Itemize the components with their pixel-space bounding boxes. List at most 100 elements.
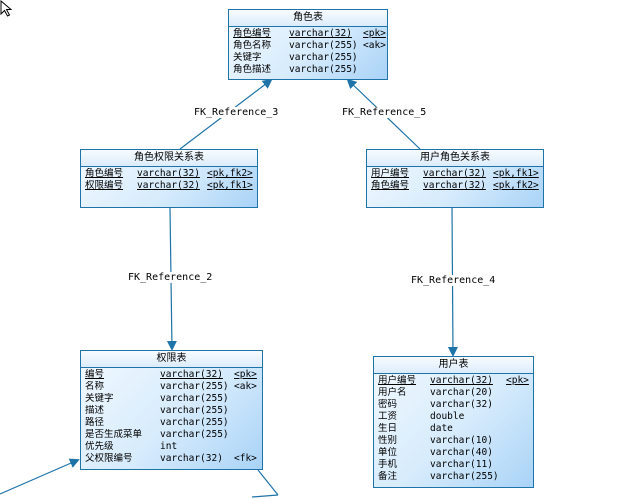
column-type: varchar(255) xyxy=(160,393,229,404)
permission-table-title: 权限表 xyxy=(81,351,262,368)
user-role-table-title: 用户角色关系表 xyxy=(367,150,543,167)
table-row: 用户编号 varchar(32) <pk> xyxy=(378,375,533,387)
column-type: int xyxy=(160,441,178,452)
column-type: varchar(32) xyxy=(137,168,200,179)
column-tag: <pk,fk1> xyxy=(207,180,253,191)
column-type: varchar(255) xyxy=(289,52,358,63)
role-table-title: 角色表 xyxy=(229,10,387,27)
column-name: 父权限编号 xyxy=(85,453,133,464)
column-type: varchar(32) xyxy=(423,180,486,191)
column-name: 角色编号 xyxy=(371,180,410,191)
user-table-title: 用户表 xyxy=(374,357,533,374)
self-reference-line-in[interactable] xyxy=(0,458,80,495)
permission-table[interactable]: 权限表 编号 varchar(32) <pk> 名称 varchar(255) … xyxy=(80,350,263,470)
self-reference-line-out[interactable] xyxy=(257,469,279,496)
column-type: varchar(11) xyxy=(430,459,493,470)
role-permission-table-title: 角色权限关系表 xyxy=(81,150,257,167)
column-tag: <pk,fk2> xyxy=(493,180,539,191)
column-tag: <ak> xyxy=(234,381,257,392)
column-name: 优先级 xyxy=(85,441,114,452)
column-name: 用户编号 xyxy=(378,375,417,386)
table-row: 工资 double xyxy=(378,411,533,423)
column-name: 编号 xyxy=(85,369,105,380)
column-type: varchar(32) xyxy=(289,28,352,39)
table-row: 名称 varchar(255) <ak> xyxy=(85,381,262,393)
table-row: 性别 varchar(10) xyxy=(378,435,533,447)
column-type: varchar(20) xyxy=(430,387,493,398)
column-type: varchar(255) xyxy=(430,471,499,482)
table-row: 角色编号 varchar(32) <pk> xyxy=(233,28,387,40)
table-row: 权限编号 varchar(32) <pk,fk1> xyxy=(85,180,257,192)
column-name: 用户名 xyxy=(378,387,407,398)
user-table[interactable]: 用户表 用户编号 varchar(32) <pk> 用户名 varchar(20… xyxy=(373,356,534,488)
column-name: 角色编号 xyxy=(85,168,124,179)
user-role-table[interactable]: 用户角色关系表 用户编号 varchar(32) <pk,fk1> 角色编号 v… xyxy=(366,149,544,208)
column-name: 手机 xyxy=(378,459,398,470)
table-row: 父权限编号 varchar(32) <fk> xyxy=(85,453,262,465)
table-row: 编号 varchar(32) <pk> xyxy=(85,369,262,381)
table-row: 关键字 varchar(255) xyxy=(85,393,262,405)
column-tag: <pk,fk1> xyxy=(493,168,539,179)
table-row: 用户编号 varchar(32) <pk,fk1> xyxy=(371,168,543,180)
table-row: 角色描述 varchar(255) xyxy=(233,64,387,76)
column-type: date xyxy=(430,423,453,434)
column-type: varchar(32) xyxy=(160,369,223,380)
table-row: 优先级 int xyxy=(85,441,262,453)
column-tag: <ak> xyxy=(363,40,386,51)
column-name: 备注 xyxy=(378,471,398,482)
arrow-cursor-icon xyxy=(0,0,13,17)
column-tag: <pk> xyxy=(234,369,257,380)
column-type: varchar(255) xyxy=(160,429,229,440)
column-tag: <fk> xyxy=(234,453,257,464)
column-type: varchar(32) xyxy=(430,399,493,410)
column-name: 生日 xyxy=(378,423,398,434)
role-table[interactable]: 角色表 角色编号 varchar(32) <pk> 角色名称 varchar(2… xyxy=(228,9,388,80)
self-reference-line-tail xyxy=(251,494,279,498)
column-name: 性别 xyxy=(378,435,398,446)
column-type: varchar(40) xyxy=(430,447,493,458)
column-type: varchar(32) xyxy=(430,375,493,386)
column-type: varchar(255) xyxy=(289,64,358,75)
table-row: 用户名 varchar(20) xyxy=(378,387,533,399)
column-type: varchar(32) xyxy=(423,168,486,179)
table-row: 关键字 varchar(255) xyxy=(233,52,387,64)
role-permission-table[interactable]: 角色权限关系表 角色编号 varchar(32) <pk,fk2> 权限编号 v… xyxy=(80,149,258,208)
fk-reference-3-label: FK_Reference_3 xyxy=(193,107,280,118)
column-name: 角色描述 xyxy=(233,64,272,75)
table-row: 描述 varchar(255) xyxy=(85,405,262,417)
column-name: 用户编号 xyxy=(371,168,410,179)
fk-reference-5-label: FK_Reference_5 xyxy=(341,107,428,118)
column-name: 权限编号 xyxy=(85,180,124,191)
table-row: 密码 varchar(32) xyxy=(378,399,533,411)
column-type: varchar(255) xyxy=(160,417,229,428)
column-name: 工资 xyxy=(378,411,398,422)
column-type: varchar(10) xyxy=(430,435,493,446)
table-row: 生日 date xyxy=(378,423,533,435)
column-name: 角色编号 xyxy=(233,28,272,39)
table-row: 角色编号 varchar(32) <pk,fk2> xyxy=(85,168,257,180)
column-name: 描述 xyxy=(85,405,105,416)
table-row: 是否生成菜单 varchar(255) xyxy=(85,429,262,441)
table-row: 手机 varchar(11) xyxy=(378,459,533,471)
column-name: 关键字 xyxy=(85,393,114,404)
column-name: 路径 xyxy=(85,417,105,428)
column-type: varchar(32) xyxy=(137,180,200,191)
column-name: 角色名称 xyxy=(233,40,272,51)
table-row: 角色名称 varchar(255) <ak> xyxy=(233,40,387,52)
table-row: 角色编号 varchar(32) <pk,fk2> xyxy=(371,180,543,192)
column-name: 单位 xyxy=(378,447,398,458)
column-type: varchar(255) xyxy=(289,40,358,51)
column-type: double xyxy=(430,411,465,422)
column-tag: <pk> xyxy=(363,28,386,39)
table-row: 备注 varchar(255) xyxy=(378,471,533,483)
column-name: 关键字 xyxy=(233,52,262,63)
fk-reference-4-label: FK_Reference_4 xyxy=(410,275,497,286)
column-type: varchar(255) xyxy=(160,405,229,416)
table-row: 路径 varchar(255) xyxy=(85,417,262,429)
column-name: 密码 xyxy=(378,399,398,410)
column-tag: <pk,fk2> xyxy=(207,168,253,179)
column-name: 名称 xyxy=(85,381,105,392)
column-name: 是否生成菜单 xyxy=(85,429,143,440)
table-row: 单位 varchar(40) xyxy=(378,447,533,459)
fk-reference-2-label: FK_Reference_2 xyxy=(127,272,214,283)
